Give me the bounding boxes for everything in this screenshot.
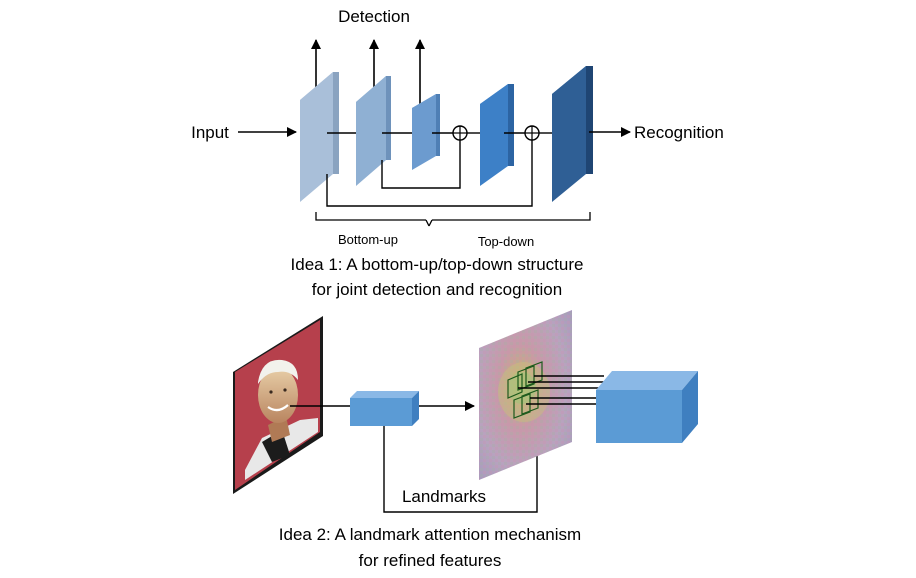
skip-connection-1 <box>381 140 461 189</box>
landmarks-label: Landmarks <box>402 487 486 506</box>
top-down-label: Top-down <box>478 234 534 249</box>
landmarks-label-bg <box>404 486 484 506</box>
brace-tip-left <box>425 219 430 227</box>
input-label: Input <box>191 123 229 142</box>
landmarks-path <box>383 426 538 513</box>
refined-feature-block <box>596 371 698 443</box>
sum-node-2 <box>524 125 540 141</box>
feature-extractor-block <box>350 391 419 426</box>
idea2-caption-line2: for refined features <box>359 551 502 570</box>
idea2-structure: Landmarks Idea 2 <box>233 310 698 570</box>
bottom-up-label: Bottom-up <box>338 232 398 247</box>
detection-label: Detection <box>338 7 410 26</box>
idea2-caption-line1: Idea 2: A landmark attention mechanism <box>279 525 581 544</box>
attention-heatmap <box>479 310 572 480</box>
landmark-feature-lines <box>518 375 604 405</box>
bottom-up-brace <box>315 212 426 221</box>
idea1-caption-line1: Idea 1: A bottom-up/top-down structure <box>291 255 584 274</box>
recognition-label: Recognition <box>634 123 724 142</box>
feature-layer-5 <box>552 66 593 202</box>
skip-connection-2 <box>326 140 533 207</box>
feature-layer-4 <box>480 84 514 186</box>
idea1-structure: Detection Input <box>191 7 724 299</box>
top-down-brace <box>432 212 591 221</box>
idea1-caption-line2: for joint detection and recognition <box>312 280 562 299</box>
face-photo <box>233 316 323 494</box>
feature-layer-2 <box>356 76 391 186</box>
sum-node-1 <box>452 125 468 141</box>
feature-layer-3 <box>412 94 440 170</box>
brace-tip-right <box>428 219 433 227</box>
feature-layer-1 <box>300 72 339 202</box>
